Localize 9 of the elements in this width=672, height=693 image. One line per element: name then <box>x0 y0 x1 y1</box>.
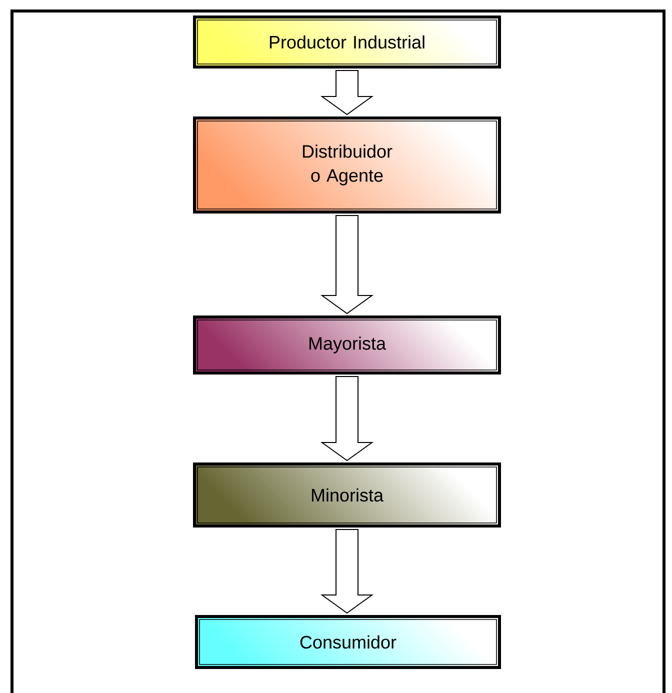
block-arrow <box>320 215 374 314</box>
process-box: Consumidor <box>195 615 501 669</box>
block-arrow <box>320 529 374 614</box>
process-box: Minorista <box>193 462 501 528</box>
process-box: Productor Industrial <box>193 16 501 68</box>
block-arrow <box>320 376 374 462</box>
process-box: Distribuidor o Agente <box>193 116 501 214</box>
process-box: Mayorista <box>193 316 501 374</box>
block-arrow <box>320 70 374 116</box>
